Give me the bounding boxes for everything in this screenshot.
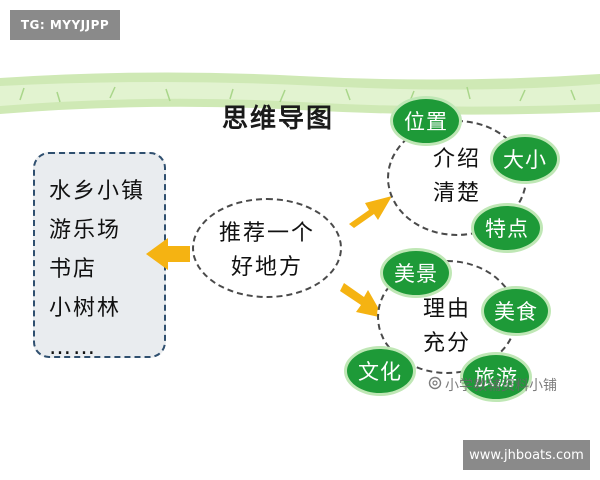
list-item: 书店 <box>49 257 98 282</box>
bubble-size: 大小 <box>490 134 560 184</box>
watermark-text: 小学教辅资料小铺 <box>445 378 557 394</box>
center-node-line1: 推荐一个 <box>218 221 315 246</box>
bottom-tag: www.jhboats.com <box>463 440 590 470</box>
top-tag: TG: MYYJJPP <box>10 10 120 40</box>
bubble-culture: 文化 <box>344 346 416 396</box>
watermark: 小学教辅资料小铺 <box>428 375 557 395</box>
diagram-title: 思维导图 <box>222 104 335 134</box>
at-icon <box>428 376 442 394</box>
list-item: 水乡小镇 <box>49 179 146 204</box>
list-item: …… <box>49 335 97 360</box>
bubble-location: 位置 <box>390 96 462 146</box>
bubble-scenery: 美景 <box>380 248 452 298</box>
bottom-node-line1: 理由 <box>422 297 471 322</box>
bubble-feature: 特点 <box>471 203 543 253</box>
bubble-food: 美食 <box>481 286 551 336</box>
arrow-up-right <box>349 196 392 228</box>
top-node-line2: 清楚 <box>432 181 481 206</box>
list-item: 小树林 <box>49 296 122 321</box>
bottom-node-line2: 充分 <box>422 331 471 356</box>
place-list-box: 水乡小镇 游乐场 书店 小树林 …… <box>33 152 166 360</box>
top-node-line1: 介绍 <box>432 147 481 172</box>
bubble-tourism: 旅游 <box>460 352 532 402</box>
list-item: 游乐场 <box>49 218 122 243</box>
center-node <box>192 198 342 298</box>
center-node-line2: 好地方 <box>230 255 303 280</box>
